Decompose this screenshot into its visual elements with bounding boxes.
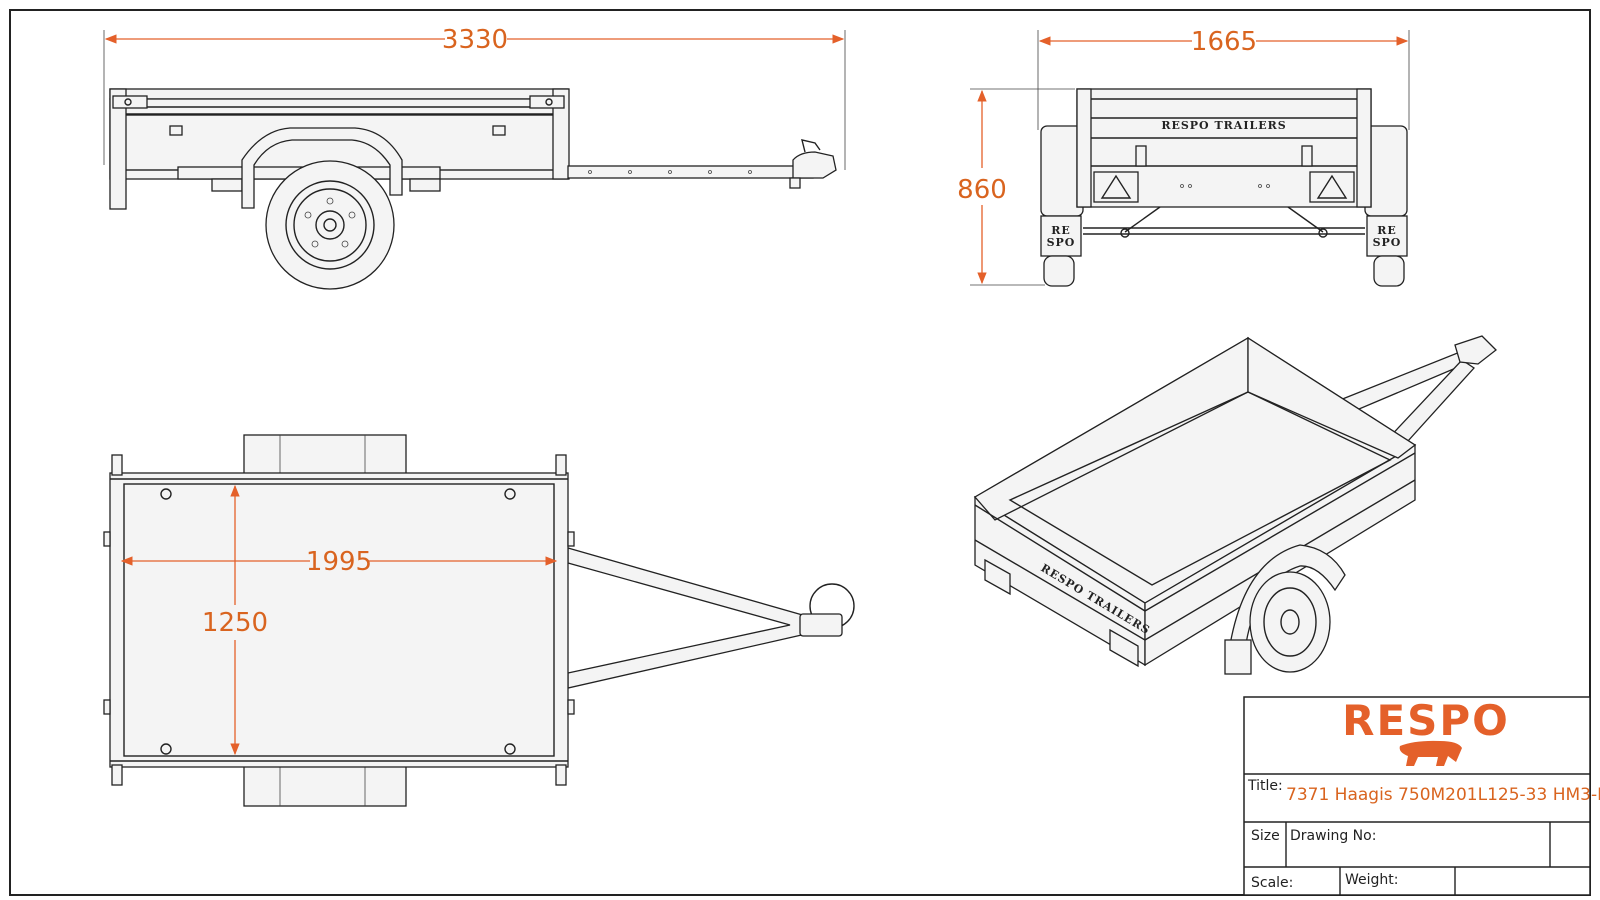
fender-label-left-2: SPO (1047, 236, 1076, 249)
title-block-frame (1243, 696, 1591, 896)
top-view: 1995 1250 (103, 434, 855, 807)
fender-label-right: RE (1377, 224, 1397, 237)
dimension-label-1665: 1665 (1191, 27, 1257, 57)
scale-label: Scale: (1251, 875, 1293, 891)
side-view: 3330 (103, 25, 846, 290)
fender-label-right-2: SPO (1373, 236, 1402, 249)
title-block: RESPO Title: 7371 Haagis 750M201L125-33 … (1243, 696, 1600, 896)
title-value: 7371 Haagis 750M201L125-33 HM3-EU1. (1286, 785, 1600, 805)
isometric-view: RESPO TRAILERS (973, 335, 1497, 675)
brand-logo-text: RESPO (1342, 696, 1510, 745)
dimension-label-1250: 1250 (202, 608, 268, 638)
bull-logo-icon (1399, 740, 1462, 766)
drawing-no-label: Drawing No: (1290, 828, 1376, 844)
title-label: Title: (1247, 778, 1283, 794)
size-label: Size (1251, 828, 1280, 844)
rear-panel-stamp: RESPO TRAILERS (1161, 119, 1286, 132)
weight-label: Weight: (1345, 872, 1399, 888)
dimension-label-3330: 3330 (442, 25, 508, 55)
dimension-label-1995: 1995 (306, 547, 372, 577)
iso-wheel (1249, 571, 1331, 673)
wheel (265, 160, 395, 290)
fender-label-left: RE (1051, 224, 1071, 237)
rear-view: 1665 860 RE SPO RE SPO RESPO TRAILERS (957, 27, 1410, 287)
dimension-label-860: 860 (957, 175, 1007, 205)
sheet-border (9, 9, 1591, 896)
